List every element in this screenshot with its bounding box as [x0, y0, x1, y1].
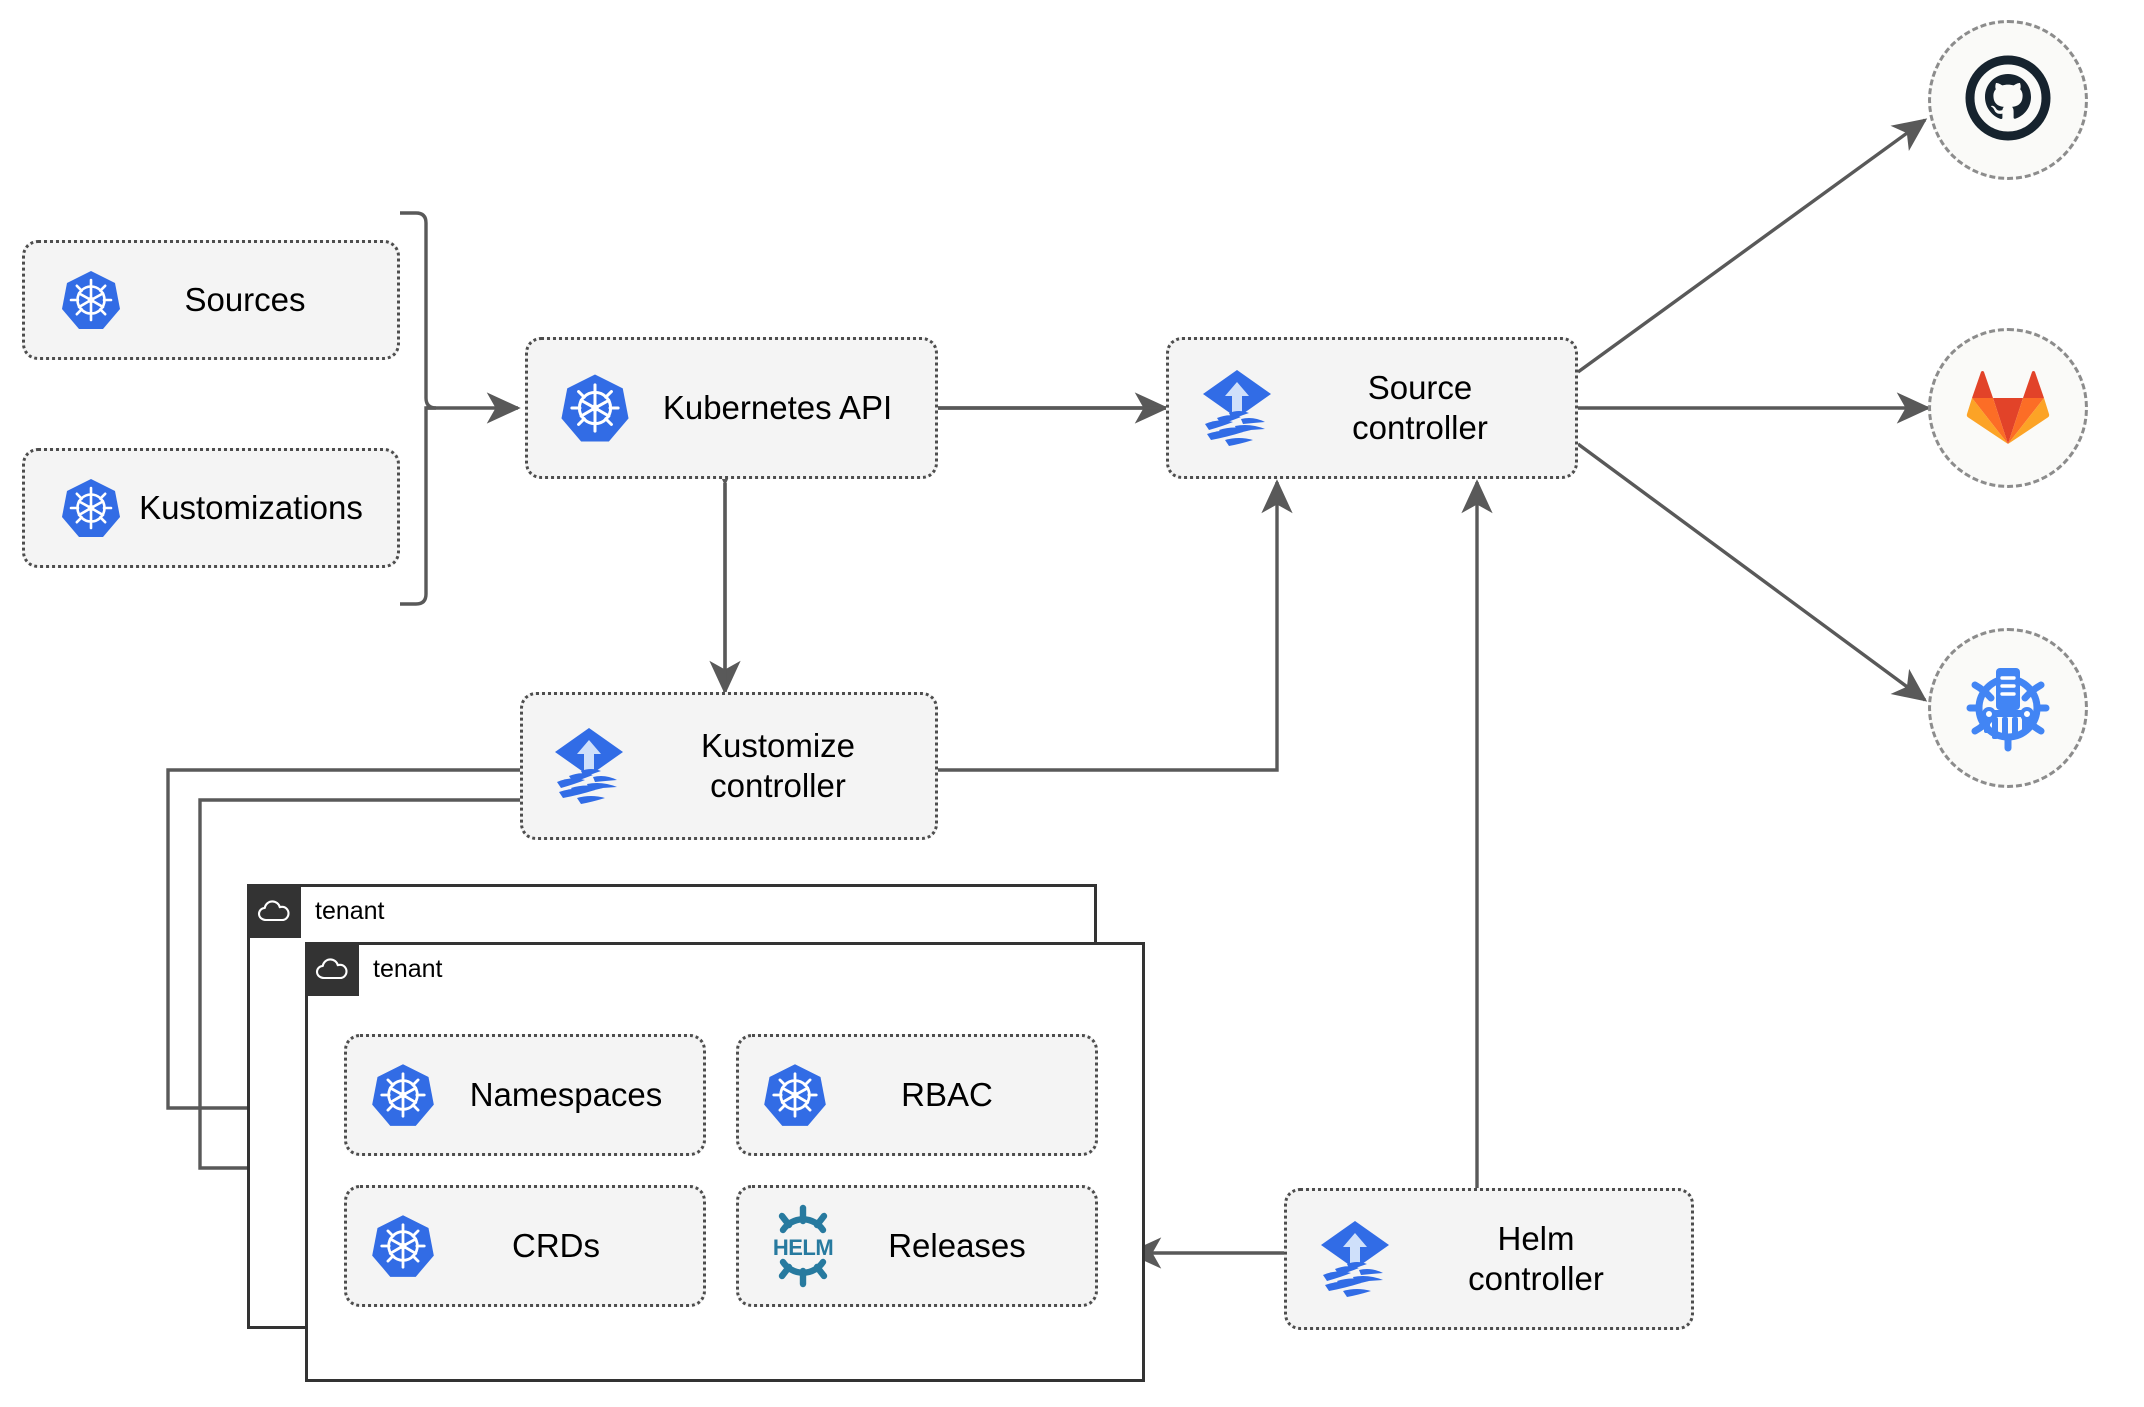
node-crds-label: CRDs	[512, 1227, 600, 1265]
kubernetes-icon	[369, 1212, 437, 1280]
kubernetes-icon	[761, 1061, 829, 1129]
node-rbac[interactable]: RBAC	[736, 1034, 1098, 1156]
svg-text:HELM: HELM	[773, 1235, 833, 1260]
github-icon	[1962, 52, 2054, 149]
artifact-hub-icon	[1958, 658, 2058, 759]
tenant-front-label: tenant	[373, 954, 443, 983]
node-sources[interactable]: Sources	[22, 240, 400, 360]
tenant-back-label: tenant	[315, 896, 385, 925]
node-kustomizations[interactable]: Kustomizations	[22, 448, 400, 568]
node-kustomizations-label: Kustomizations	[139, 489, 363, 527]
tenant-back-tab	[247, 884, 301, 938]
kubernetes-icon	[558, 371, 632, 445]
kubernetes-icon	[59, 268, 123, 332]
tenant-frame-front[interactable]: tenant	[305, 942, 1145, 1382]
gitlab-icon	[1960, 360, 2056, 457]
edge-kustomize-to-source	[938, 479, 1293, 772]
node-helm-controller[interactable]: Helm controller	[1284, 1188, 1694, 1330]
node-source-controller-label: Source controller	[1352, 369, 1488, 446]
node-releases[interactable]: HELM Releases	[736, 1185, 1098, 1307]
node-crds[interactable]: CRDs	[344, 1185, 706, 1307]
provider-gitlab[interactable]	[1928, 328, 2088, 488]
edge-source-to-github	[1577, 118, 1928, 374]
node-source-controller[interactable]: Source controller	[1166, 337, 1578, 479]
kubernetes-icon	[59, 476, 123, 540]
node-kustomize-controller-label: Kustomize controller	[700, 727, 856, 804]
node-rbac-label: RBAC	[901, 1076, 993, 1114]
node-sources-label: Sources	[184, 281, 306, 319]
node-helm-controller-label: Helm controller	[1468, 1220, 1604, 1297]
node-releases-label: Releases	[888, 1227, 1026, 1265]
node-kubernetes-api-label: Kubernetes API	[662, 389, 893, 427]
node-namespaces[interactable]: Namespaces	[344, 1034, 706, 1156]
bracket-sources-group	[400, 211, 437, 606]
node-namespaces-label: Namespaces	[469, 1076, 663, 1114]
cloud-icon	[305, 956, 359, 982]
flux-icon	[547, 722, 631, 810]
kubernetes-icon	[369, 1061, 437, 1129]
helm-icon: HELM	[765, 1204, 841, 1288]
provider-github[interactable]	[1928, 20, 2088, 180]
edge-source-to-chart-registry	[1576, 442, 1928, 702]
provider-chart-registry[interactable]	[1928, 628, 2088, 788]
node-kubernetes-api[interactable]: Kubernetes API	[525, 337, 938, 479]
tenant-front-tab	[305, 942, 359, 996]
flux-icon	[1195, 364, 1279, 452]
cloud-icon	[247, 898, 301, 924]
flux-icon	[1313, 1215, 1397, 1303]
node-kustomize-controller[interactable]: Kustomize controller	[520, 692, 938, 840]
